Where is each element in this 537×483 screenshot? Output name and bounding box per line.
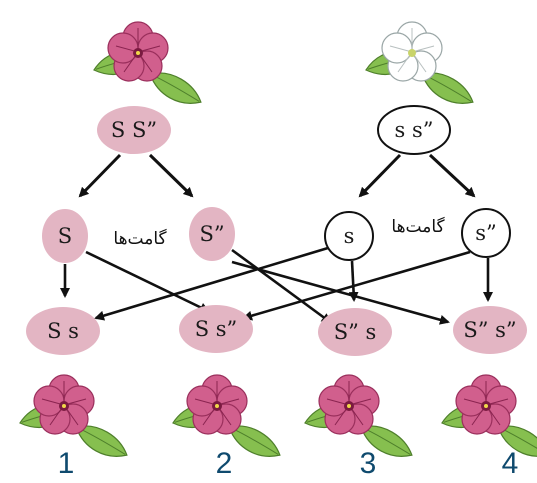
offspring-1-genotype: S s bbox=[47, 319, 79, 343]
offspring-2-number: 2 bbox=[216, 447, 233, 480]
arrow-left-to-g1 bbox=[78, 153, 122, 198]
offspring-3-genotype: S” s bbox=[334, 320, 377, 344]
gamete-node-1: S bbox=[42, 209, 88, 263]
arrow-left-to-g2 bbox=[148, 153, 194, 198]
parent-left-flower-icon bbox=[91, 22, 206, 111]
offspring-2-genotype: S s” bbox=[195, 317, 238, 341]
parent-right-node: s s” bbox=[377, 105, 451, 155]
gametes-label-right: گامت‌ها bbox=[391, 216, 445, 237]
offspring-4-flower-icon bbox=[439, 375, 537, 464]
arrow-right-to-g3 bbox=[358, 153, 402, 198]
arrow-g2-to-o4 bbox=[231, 260, 450, 325]
arrow-g4-to-o2 bbox=[242, 250, 471, 321]
parent-left-node: S S” bbox=[97, 106, 171, 154]
offspring-4-genotype: S” s” bbox=[463, 318, 516, 342]
gamete-node-4: s” bbox=[461, 208, 511, 258]
gamete-4-label: s” bbox=[475, 221, 497, 245]
offspring-4-number: 4 bbox=[502, 447, 519, 480]
parent-right-flower-icon bbox=[363, 22, 478, 111]
arrow-right-to-g4 bbox=[428, 153, 476, 198]
gamete-to-offspring-arrows bbox=[60, 246, 493, 325]
offspring-3-number: 3 bbox=[360, 447, 377, 480]
arrow-g2-to-o3 bbox=[231, 248, 332, 324]
parent-to-gamete-arrows bbox=[78, 153, 476, 198]
parent-left-genotype: S S” bbox=[111, 118, 157, 142]
gamete-3-label: s bbox=[344, 224, 355, 248]
gamete-2-label: S” bbox=[199, 222, 224, 246]
arrow-g3-to-o1 bbox=[94, 246, 329, 321]
gamete-1-label: S bbox=[58, 224, 72, 248]
offspring-node-4: S” s” bbox=[453, 306, 527, 354]
offspring-1-number: 1 bbox=[58, 447, 75, 480]
offspring-node-1: S s bbox=[26, 307, 100, 355]
offspring-node-2: S s” bbox=[179, 305, 253, 353]
offspring-1-flower-icon bbox=[17, 375, 132, 464]
offspring-node-3: S” s bbox=[318, 308, 392, 356]
gametes-label-left: گامت‌ها bbox=[113, 228, 167, 249]
arrow-g1-to-o2 bbox=[85, 250, 210, 313]
gamete-node-2: S” bbox=[189, 207, 235, 261]
parent-right-genotype: s s” bbox=[395, 118, 434, 142]
gamete-node-3: s bbox=[324, 211, 374, 261]
arrow-g3-to-o3 bbox=[348, 260, 359, 302]
